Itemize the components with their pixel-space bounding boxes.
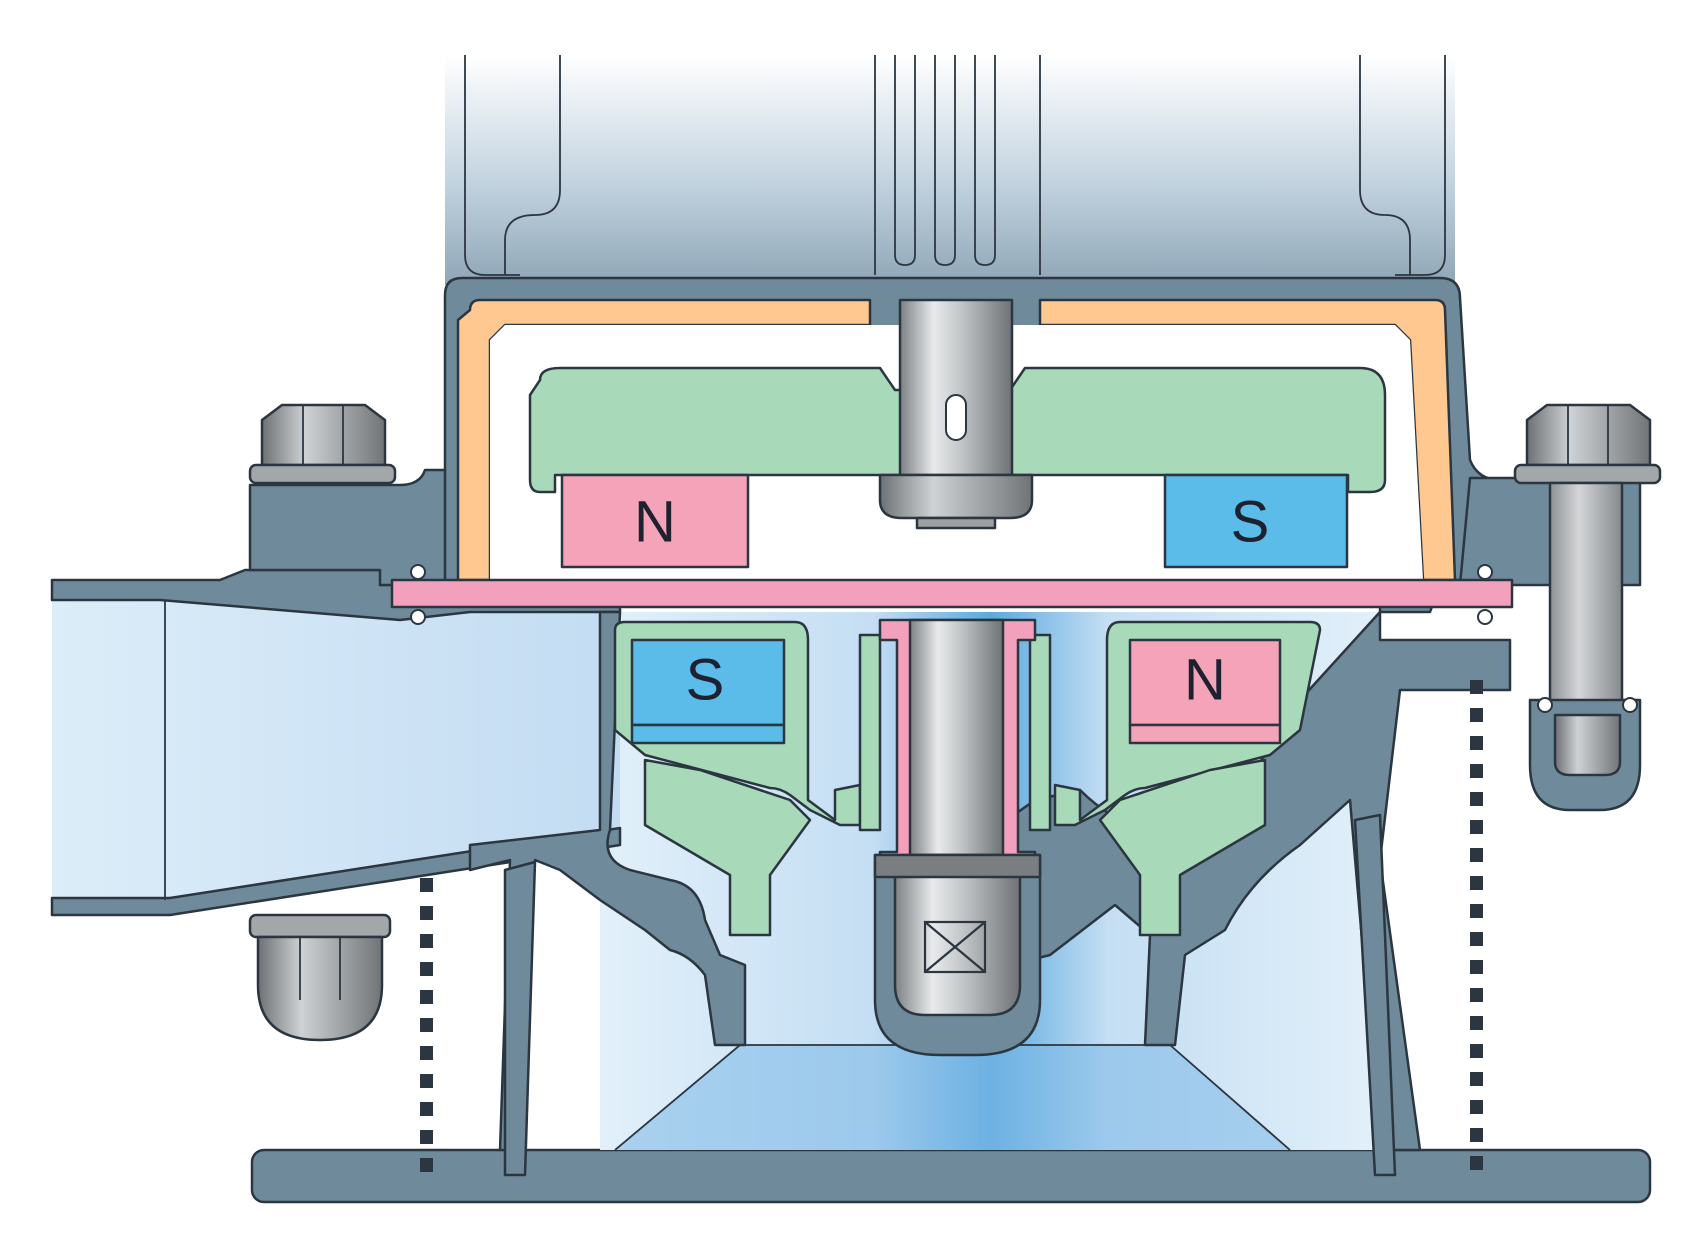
vent-slot	[420, 906, 433, 920]
vent-slot	[1470, 764, 1483, 778]
upper-left-magnet	[560, 473, 750, 569]
upper-right-magnet	[1163, 473, 1349, 569]
vent-slot	[1470, 904, 1483, 918]
left-upper-bolt	[248, 403, 397, 485]
right-bolt-assembly	[1513, 403, 1662, 812]
vent-slot	[1470, 876, 1483, 890]
right-skirt-vents	[1470, 680, 1483, 1170]
vent-slot	[1470, 1128, 1483, 1142]
vent-slot	[1470, 932, 1483, 946]
upper-right-magnet-label: S	[1231, 489, 1270, 554]
vent-slot	[420, 934, 433, 948]
inner-shaft	[908, 618, 1005, 857]
left-skirt-vents	[420, 878, 433, 1172]
left-flange	[248, 468, 447, 587]
vent-slot	[420, 962, 433, 976]
vent-slot	[1470, 1072, 1483, 1086]
vent-slot	[420, 1046, 433, 1060]
vent-slot	[420, 1158, 433, 1172]
vent-slot	[1470, 848, 1483, 862]
vent-slot	[1470, 1016, 1483, 1030]
vent-slot	[1470, 1044, 1483, 1058]
containment-shell	[390, 578, 1514, 609]
o-ring-seals	[410, 564, 1493, 625]
vent-slot	[420, 878, 433, 892]
vent-slot	[1470, 792, 1483, 806]
motor-shaft	[898, 298, 1014, 477]
vent-slot	[1470, 708, 1483, 722]
vent-slot	[1470, 1100, 1483, 1114]
vent-slot	[1470, 820, 1483, 834]
vent-slot	[1470, 988, 1483, 1002]
vent-slot	[1470, 960, 1483, 974]
vent-slot	[1470, 736, 1483, 750]
vent-slot	[420, 1130, 433, 1144]
vent-slot	[420, 990, 433, 1004]
vent-slot	[1470, 680, 1483, 694]
left-lower-acorn-nut	[248, 913, 392, 1042]
lower-left-magnet-label: S	[686, 647, 725, 712]
motor-housing	[445, 55, 1455, 285]
shaft-nut	[878, 473, 1034, 520]
base-plate	[250, 1148, 1652, 1204]
lower-left-magnet	[630, 638, 786, 727]
shaft-key	[923, 920, 987, 974]
vent-slot	[1470, 1156, 1483, 1170]
inner-rotor-impeller	[613, 620, 1322, 937]
lower-right-magnet-label: N	[1184, 647, 1226, 712]
shaft-slot	[945, 394, 967, 441]
vent-slot	[420, 1074, 433, 1088]
lower-right-magnet	[1128, 638, 1282, 727]
vent-slot	[420, 1018, 433, 1032]
upper-left-magnet-label: N	[634, 489, 676, 554]
vent-slot	[420, 1102, 433, 1116]
